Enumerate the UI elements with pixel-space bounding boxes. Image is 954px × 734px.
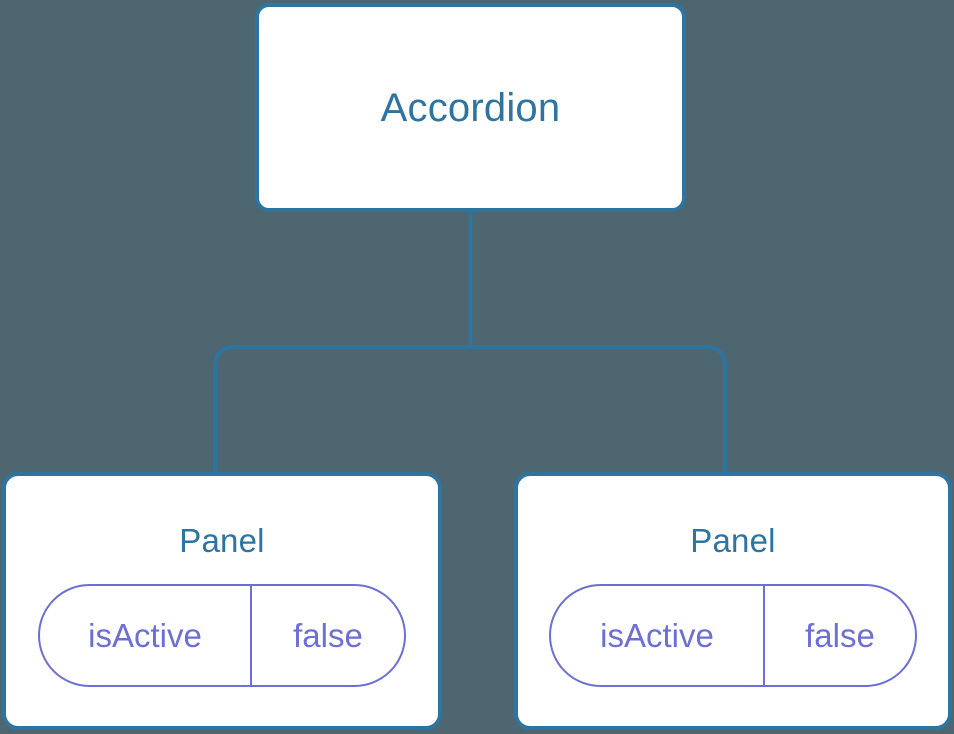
- state-pill-panel-2-key: isActive: [600, 616, 714, 654]
- node-panel-2-title: Panel: [690, 522, 776, 559]
- state-pill-panel-1[interactable]: isActive false: [38, 584, 406, 687]
- node-panel-1-title: Panel: [179, 522, 265, 559]
- connector-branch-left: [213, 345, 471, 480]
- node-panel-1[interactable]: Panel isActive false: [2, 472, 442, 730]
- node-accordion-title: Accordion: [380, 85, 561, 130]
- node-panel-2[interactable]: Panel isActive false: [514, 472, 952, 730]
- state-pill-panel-1-key: isActive: [88, 616, 202, 654]
- state-pill-panel-2-value: false: [763, 586, 915, 685]
- node-accordion[interactable]: Accordion: [255, 3, 686, 212]
- connector-branch-right: [470, 345, 727, 480]
- state-pill-panel-2[interactable]: isActive false: [549, 584, 917, 687]
- state-pill-panel-1-value: false: [250, 586, 404, 685]
